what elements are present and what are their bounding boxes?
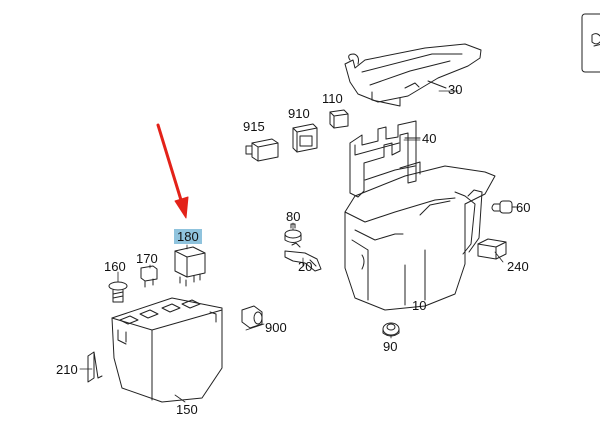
part-40-bracket[interactable] [349, 120, 421, 198]
part-30-top-cover[interactable] [344, 43, 482, 107]
label-160: 160 [104, 259, 126, 274]
label-240: 240 [507, 259, 529, 274]
label-170: 170 [136, 251, 158, 266]
part-90-grommet[interactable] [382, 322, 400, 337]
label-180-highlighted[interactable]: 180 [174, 229, 202, 244]
part-60-bolt[interactable] [491, 200, 516, 214]
part-160-screw[interactable] [108, 281, 128, 303]
part-900-plug[interactable] [241, 305, 263, 329]
part-240-block[interactable] [477, 238, 507, 260]
part-180-relay[interactable] [174, 246, 206, 287]
pointer-arrow [156, 123, 189, 219]
label-10: 10 [412, 298, 427, 313]
label-90: 90 [383, 339, 398, 354]
corner-document-icon [581, 13, 600, 73]
part-150-fuse-box[interactable] [111, 297, 223, 403]
label-915: 915 [243, 119, 265, 134]
label-210: 210 [56, 362, 78, 377]
label-40: 40 [422, 131, 437, 146]
label-30: 30 [448, 82, 463, 97]
leader-lines [79, 90, 520, 403]
part-910-connector[interactable] [292, 123, 318, 153]
part-20-clip[interactable] [284, 242, 322, 272]
part-210-wire-bracket[interactable] [87, 351, 103, 383]
label-80: 80 [286, 209, 301, 224]
label-900: 900 [265, 320, 287, 335]
part-10-main-housing[interactable] [344, 165, 496, 311]
part-915-connector[interactable] [245, 138, 279, 162]
part-170-fuse[interactable] [140, 265, 158, 288]
label-110: 110 [322, 91, 343, 106]
label-150: 150 [176, 402, 198, 417]
part-110-clip[interactable] [329, 109, 349, 129]
label-910: 910 [288, 106, 310, 121]
label-60: 60 [516, 200, 531, 215]
label-20: 20 [298, 259, 313, 274]
